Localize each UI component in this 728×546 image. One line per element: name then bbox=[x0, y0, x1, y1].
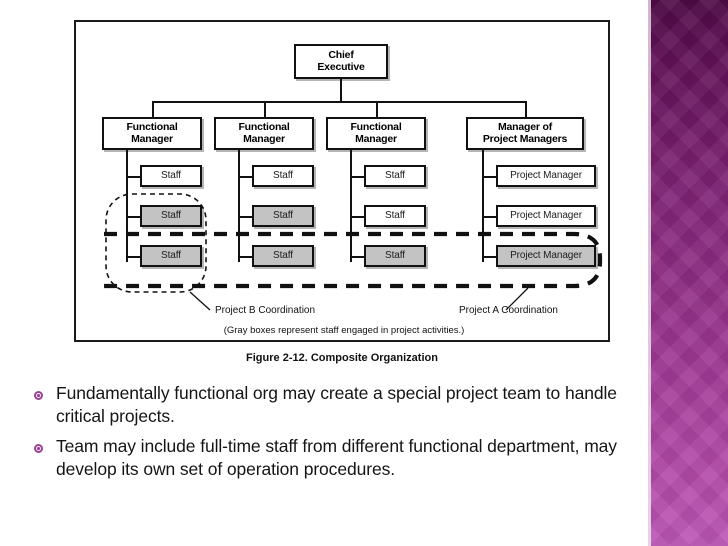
connector-stub-col4-leaf2 bbox=[482, 216, 496, 218]
node-functional-manager-2: Functional Manager bbox=[214, 117, 314, 150]
connector-stub-col1-leaf1 bbox=[126, 176, 140, 178]
figure-caption: Figure 2-12. Composite Organization bbox=[246, 352, 438, 364]
node-col2-leaf3: Staff bbox=[252, 245, 314, 267]
node-col2-leaf2: Staff bbox=[252, 205, 314, 227]
node-col1-leaf1: Staff bbox=[140, 165, 202, 187]
bullet-text-1: Fundamentally functional org may create … bbox=[56, 383, 617, 427]
project-b-coordination-label: Project B Coordination bbox=[215, 305, 316, 316]
connector-stub-col2-leaf1 bbox=[238, 176, 252, 178]
bullet-list: Fundamentally functional org may create … bbox=[34, 382, 634, 488]
connector-drop-col4 bbox=[525, 101, 527, 117]
node-functional-manager-1-line1: Functional bbox=[126, 120, 178, 133]
connector-stub-col2-leaf3 bbox=[238, 256, 252, 258]
list-item: Team may include full-time staff from di… bbox=[34, 435, 634, 481]
band-edge-highlight bbox=[648, 0, 651, 546]
connector-stub-col1-leaf2 bbox=[126, 216, 140, 218]
node-col4-leaf3: Project Manager bbox=[496, 245, 596, 267]
connector-stub-col3-leaf3 bbox=[350, 256, 364, 258]
connector-spine-col2 bbox=[238, 150, 240, 262]
connector-ceo-trunk bbox=[340, 79, 342, 101]
connector-stub-col2-leaf2 bbox=[238, 216, 252, 218]
connector-stub-col1-leaf3 bbox=[126, 256, 140, 258]
node-manager-of-project-managers: Manager of Project Managers bbox=[466, 117, 584, 150]
node-functional-manager-2-line2: Manager bbox=[243, 132, 285, 145]
node-functional-manager-2-line1: Functional bbox=[238, 120, 290, 133]
node-col4-leaf2: Project Manager bbox=[496, 205, 596, 227]
connector-spine-col4 bbox=[482, 150, 484, 262]
node-functional-manager-3: Functional Manager bbox=[326, 117, 426, 150]
node-manager-of-project-managers-line1: Manager of bbox=[497, 120, 552, 133]
node-functional-manager-3-line2: Manager bbox=[355, 132, 397, 145]
decorative-gradient-band bbox=[648, 0, 728, 546]
figure-footnote: (Gray boxes represent staff engaged in p… bbox=[223, 325, 465, 336]
bullet-ring-icon bbox=[34, 382, 56, 405]
node-manager-of-project-managers-line2: Project Managers bbox=[482, 132, 568, 145]
connector-stub-col3-leaf1 bbox=[350, 176, 364, 178]
node-chief-executive-line2: Executive bbox=[317, 60, 365, 73]
node-col3-leaf3: Staff bbox=[364, 245, 426, 267]
bullet-ring-icon bbox=[34, 435, 56, 458]
bullet-text-2: Team may include full-time staff from di… bbox=[56, 436, 617, 480]
node-col1-leaf2: Staff bbox=[140, 205, 202, 227]
node-functional-manager-1-line2: Manager bbox=[131, 132, 173, 145]
connector-drop-col2 bbox=[264, 101, 266, 117]
connector-drop-col1 bbox=[152, 101, 154, 117]
node-col1-leaf3: Staff bbox=[140, 245, 202, 267]
node-col4-leaf1: Project Manager bbox=[496, 165, 596, 187]
node-col2-leaf1: Staff bbox=[252, 165, 314, 187]
node-col3-leaf1: Staff bbox=[364, 165, 426, 187]
project-a-coordination-label: Project A Coordination bbox=[459, 305, 558, 316]
connector-stub-col4-leaf3 bbox=[482, 256, 496, 258]
org-chart-figure: Chief Executive Functional Manager Staff… bbox=[74, 20, 610, 342]
connector-spine-col1 bbox=[126, 150, 128, 262]
list-item: Fundamentally functional org may create … bbox=[34, 382, 634, 428]
node-col3-leaf2: Staff bbox=[364, 205, 426, 227]
node-chief-executive-line1: Chief bbox=[328, 48, 354, 61]
connector-drop-col3 bbox=[376, 101, 378, 117]
connector-stub-col4-leaf1 bbox=[482, 176, 496, 178]
node-functional-manager-1: Functional Manager bbox=[102, 117, 202, 150]
connector-spine-col3 bbox=[350, 150, 352, 262]
project-b-leader-line bbox=[189, 291, 211, 311]
connector-stub-col3-leaf2 bbox=[350, 216, 364, 218]
node-chief-executive: Chief Executive bbox=[294, 44, 388, 79]
band-gradient-fill bbox=[651, 0, 728, 546]
org-chart-canvas: Chief Executive Functional Manager Staff… bbox=[76, 22, 608, 340]
node-functional-manager-3-line1: Functional bbox=[350, 120, 402, 133]
connector-bus bbox=[152, 101, 527, 103]
